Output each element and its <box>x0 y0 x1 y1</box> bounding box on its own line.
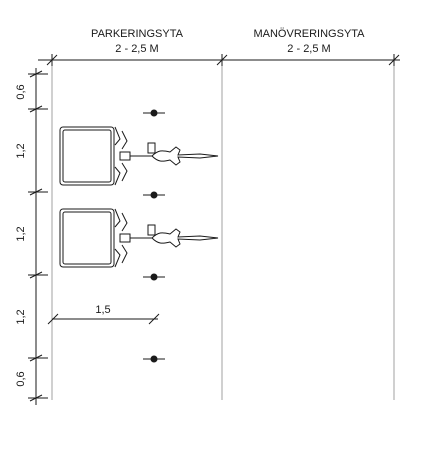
dim-label-4: 0,6 <box>15 371 27 386</box>
inner-dimension-label: 1,5 <box>95 304 110 316</box>
dim-label-1: 1,2 <box>15 143 27 158</box>
dim-label-3: 1,2 <box>15 309 27 324</box>
maneuver-zone-width: 2 - 2,5 M <box>287 43 330 55</box>
dim-label-0: 0,6 <box>15 84 27 99</box>
inner-dimension-line <box>47 313 160 325</box>
post-marker-1 <box>143 109 165 117</box>
parked-vehicle-icon-2 <box>59 208 219 268</box>
maneuver-zone-label: MANÖVRERINGSYTA <box>253 28 365 40</box>
parked-vehicle-icon-1 <box>59 126 219 186</box>
post-marker-3 <box>143 273 165 281</box>
top-dimension-line <box>38 54 400 66</box>
parking-zone-label: PARKERINGSYTA <box>91 28 184 40</box>
dim-label-2: 1,2 <box>15 226 27 241</box>
parking-zone-width: 2 - 2,5 M <box>115 43 158 55</box>
post-marker-4 <box>143 355 165 363</box>
post-marker-2 <box>143 191 165 199</box>
left-dimension-line <box>28 68 48 405</box>
